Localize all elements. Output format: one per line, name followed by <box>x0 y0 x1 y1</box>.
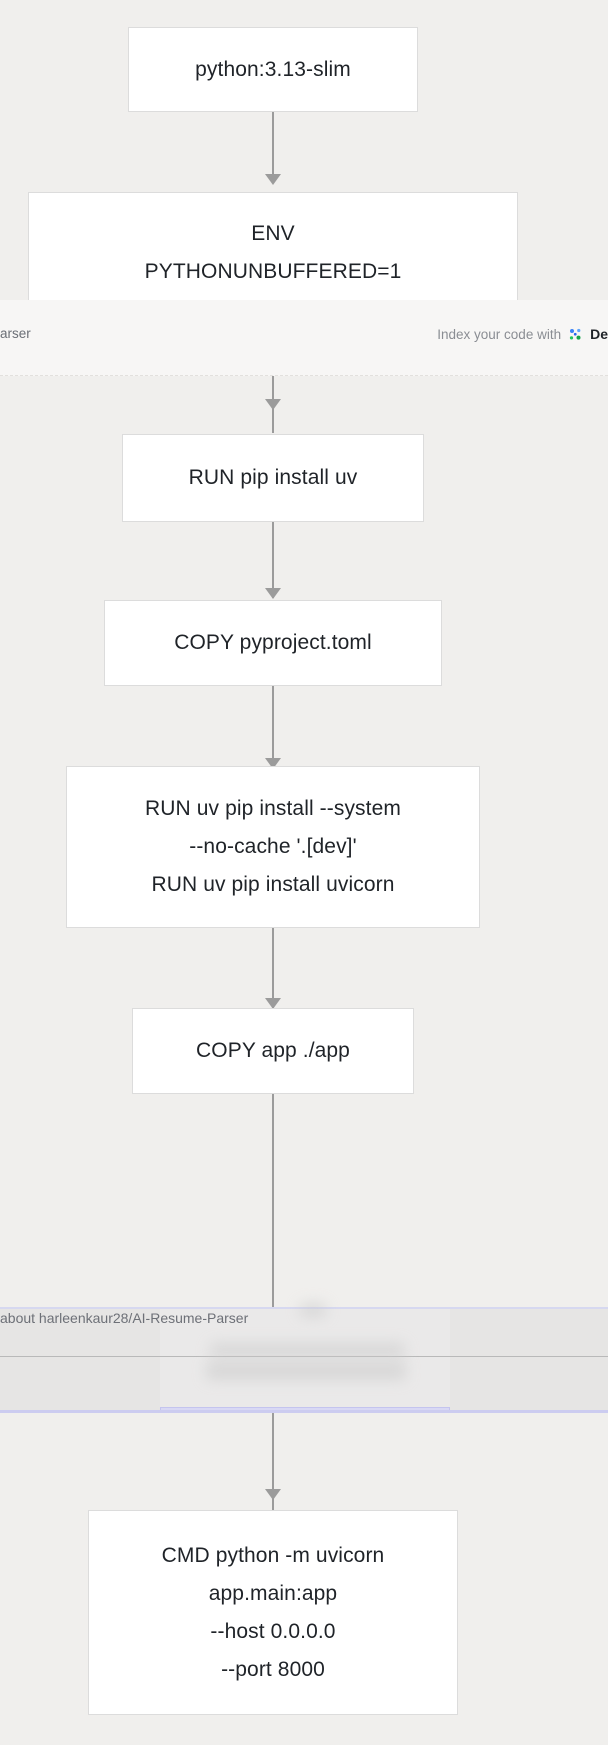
flow-node-label: COPY app ./app <box>196 1039 350 1062</box>
repo-name-fragment: arser <box>0 326 31 341</box>
flow-node-label: ENV PYTHONUNBUFFERED=1 <box>144 222 402 283</box>
flow-arrowhead-3 <box>265 588 281 599</box>
flow-node-cmd-uvicorn[interactable]: CMD python -m uvicorn app.main:app --hos… <box>88 1510 458 1715</box>
flow-node-base-image[interactable]: python:3.13-slim <box>128 27 418 112</box>
flow-arrowhead-6 <box>265 1489 281 1500</box>
index-cta-brand: De <box>590 326 608 342</box>
flow-edge-6 <box>272 1094 274 1312</box>
flow-node-copy-pyproject[interactable]: COPY pyproject.toml <box>104 600 442 686</box>
flow-node-env[interactable]: ENV PYTHONUNBUFFERED=1 <box>28 192 518 314</box>
overlay-blurred-chip-2 <box>210 1343 405 1357</box>
flow-node-label: python:3.13-slim <box>195 57 351 81</box>
flow-arrowhead-5 <box>265 998 281 1009</box>
index-your-code-cta[interactable]: Index your code with De <box>437 326 608 342</box>
top-overlay-bar: arser Index your code with De <box>0 300 608 376</box>
index-cta-label: Index your code with <box>437 326 562 342</box>
flow-node-label: CMD python -m uvicorn app.main:app --hos… <box>161 1543 385 1681</box>
flow-edge-5 <box>272 928 274 1008</box>
flow-node-label: COPY pyproject.toml <box>174 631 372 654</box>
overlay-blurred-chip-1 <box>300 1303 326 1317</box>
flow-edge-6-lower <box>272 1413 274 1513</box>
flow-edge-1 <box>272 112 274 174</box>
flow-arrowhead-4 <box>265 758 281 769</box>
flow-node-label: RUN uv pip install --system --no-cache '… <box>145 797 401 896</box>
flow-node-uv-pip-install[interactable]: RUN uv pip install --system --no-cache '… <box>66 766 480 928</box>
flow-arrowhead-1 <box>265 174 281 185</box>
flow-node-copy-app[interactable]: COPY app ./app <box>132 1008 414 1094</box>
flow-arrowhead-2 <box>265 399 281 410</box>
overlay-blurred-chip-3 <box>206 1362 406 1380</box>
overlay-bottom-divider <box>0 1410 608 1413</box>
flow-node-label: RUN pip install uv <box>188 466 358 489</box>
flow-edge-3 <box>272 522 274 598</box>
overlay-inner-shade <box>160 1309 450 1413</box>
overlay-repo-label: about harleenkaur28/AI-Resume-Parser <box>0 1310 249 1326</box>
flow-edge-4 <box>272 686 274 768</box>
flow-node-pip-install-uv[interactable]: RUN pip install uv <box>122 434 424 522</box>
bottom-overlay-panel: about harleenkaur28/AI-Resume-Parser <box>0 1303 608 1413</box>
deepwiki-icon <box>568 327 583 342</box>
